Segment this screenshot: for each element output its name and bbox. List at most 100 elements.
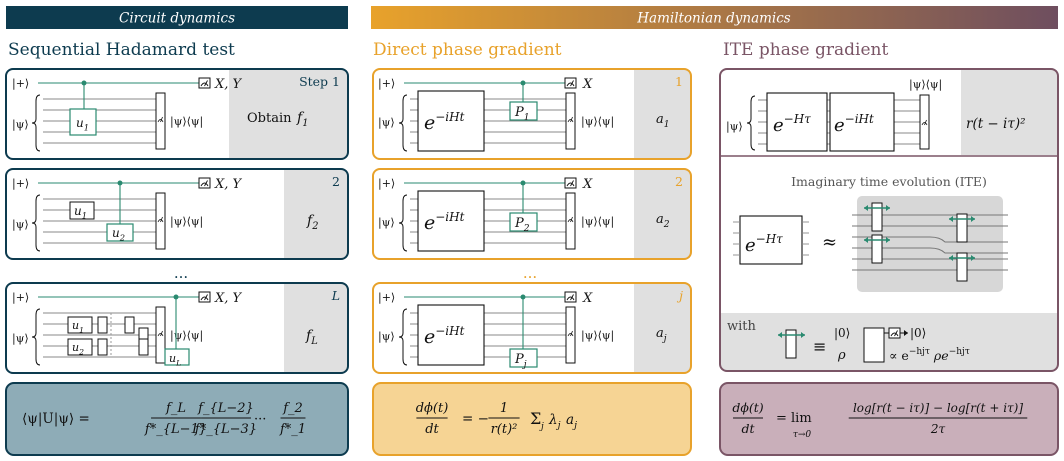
right-formula-box [719,382,1059,456]
legend-box [863,327,885,363]
plus-state: |+⟩ [378,77,395,91]
u-gate [69,108,97,136]
mid-a: aj [566,412,577,431]
p-gate [509,212,538,232]
meter-icon [200,180,209,187]
legend-gate [785,329,797,359]
step-border [372,68,692,160]
left-formula-lhs: ⟨ψ|U|ψ⟩ = [22,411,90,427]
psi-projector: |ψ⟩⟨ψ| [581,115,614,129]
x-label: X [582,291,593,306]
u-gate [69,201,95,220]
mid-ellipsis: ... [523,264,537,282]
register-brace [398,94,408,152]
step-border [372,168,692,260]
output-area [284,284,347,372]
meter-icon [566,180,575,187]
output-area [961,70,1057,155]
small-gate [138,338,149,356]
output-label: f2 [306,213,318,232]
mid-sum: Σ [530,409,541,428]
evolution-gate [417,304,485,366]
register-brace [746,95,756,151]
right-frac-num: log[r(t − iτ)] − log[r(t + iτ)] [853,401,1023,415]
step-label: j [676,288,683,303]
legend-arrow-head [904,330,908,336]
output-label: fL [305,328,318,347]
right-frac-den: 2τ [930,422,946,436]
step-border [372,282,692,374]
mid-frac-lhs-den: dt [425,422,439,437]
u2-label: u2 [72,341,84,356]
with-label: with [727,319,757,334]
p-label: Pj [514,352,527,370]
hamiltonian-dynamics-banner [371,6,1058,29]
circuit-dynamics-title: Circuit dynamics [119,11,235,27]
meter-icon [157,330,164,337]
psi-state: |ψ⟩ [378,330,395,344]
meter-icon [921,119,928,126]
formulas: ⟨ψ|U|ψ⟩ =f_Lf*_{L−1}f_{L−2}f*_{L−3}···f_… [5,382,1059,456]
x-label: X [582,177,593,192]
left-dots: ··· [254,412,266,427]
evolution-label: e−iHt [424,210,465,234]
plus-state: |+⟩ [12,291,29,305]
psi-projector: |ψ⟩⟨ψ| [170,115,203,129]
plus-state: |+⟩ [378,177,395,191]
x-label: X [582,77,593,92]
u1-label: u1 [74,204,87,221]
left-frac-1-den: f*_{L−1} [144,422,207,437]
plus-state: |+⟩ [378,291,395,305]
psi-state: |ψ⟩ [12,332,29,346]
psi-projector: |ψ⟩⟨ψ| [170,329,203,343]
control-dot [117,180,123,186]
psi-projector: |ψ⟩⟨ψ| [909,78,942,92]
equiv-sign: ≡ [813,337,826,356]
u1-label: u1 [72,319,84,334]
meter-icon [200,294,209,301]
ite-gate-label: e−Hτ [773,112,811,136]
p-label: P2 [514,216,530,234]
uL-label: uL [169,352,181,367]
obtain-label: Obtain [247,111,292,126]
mid-frac-num: 1 [500,401,508,416]
mid-eq: = − [462,411,489,427]
small-gate [124,316,135,334]
mid-sum-sub: j [539,422,544,432]
register-brace [31,308,41,366]
register-brace [31,194,41,252]
u-gate [67,338,93,356]
zero-in: |0⟩ [834,326,850,340]
output-label: a2 [656,212,670,230]
meter-icon [890,330,899,337]
control-dot [520,180,526,186]
trotter-wire [852,236,1008,243]
trotter-gate [956,252,968,282]
xy-label: X, Y [214,77,243,92]
u-gate [67,316,93,334]
psi-state: |ψ⟩ [726,120,743,134]
left-frac-3-num: f_2 [282,401,303,416]
output-label: a1 [656,112,670,130]
psi-state: |ψ⟩ [12,218,29,232]
left-frac-2-den: f*_{L−3} [194,422,257,437]
left-formula-box [5,382,349,456]
mid-frac-den: r(t)² [491,422,518,437]
u-gate [164,348,190,366]
psi-projector: |ψ⟩⟨ψ| [581,215,614,229]
u-gate [106,223,134,242]
right-frac-lhs-num: dϕ(t) [732,400,763,415]
step-border [5,168,349,260]
p-gate [509,348,538,368]
right-eq: = lim [776,411,812,426]
mid-formula-box [372,382,692,456]
psi-state: |ψ⟩ [12,118,29,132]
control-dot [81,80,87,86]
output-label: f1 [296,110,308,129]
panel-border [719,68,1059,372]
evolution-gate [417,190,485,252]
